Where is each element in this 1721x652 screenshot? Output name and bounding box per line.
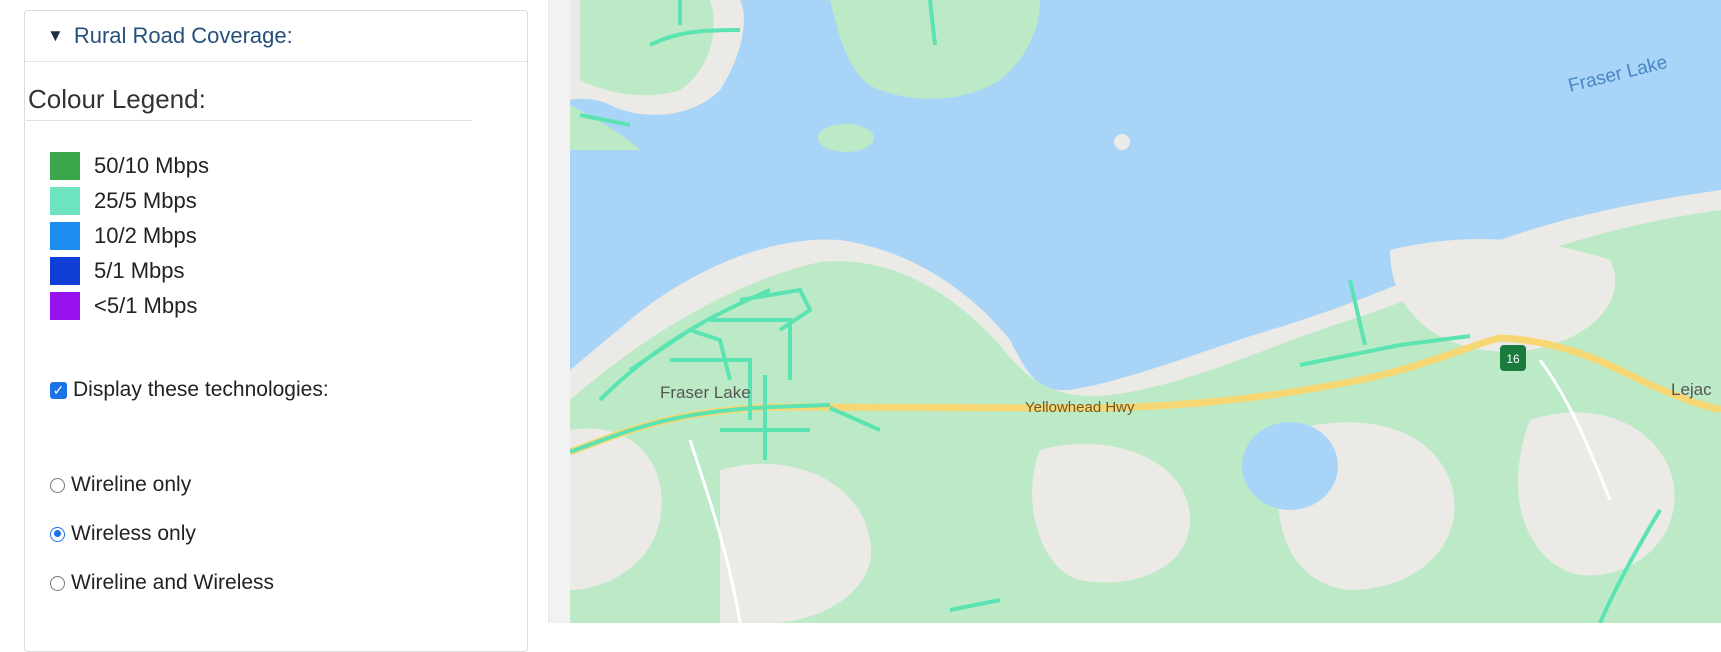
- display-technologies-checkbox[interactable]: ✓ Display these technologies:: [50, 378, 329, 402]
- checkmark-icon[interactable]: ✓: [50, 381, 67, 399]
- coverage-panel: ▼ Rural Road Coverage: Colour Legend: 50…: [0, 0, 548, 652]
- radio-button[interactable]: [50, 575, 65, 591]
- map-canvas[interactable]: 16 Fraser Lake Fraser Lake Yellowhead Hw…: [570, 0, 1721, 623]
- legend-label: 5/1 Mbps: [94, 257, 185, 283]
- clearing: [720, 463, 872, 623]
- island: [1114, 134, 1130, 150]
- radio-label: Wireline only: [71, 473, 192, 496]
- coverage-map[interactable]: 16 Fraser Lake Fraser Lake Yellowhead Hw…: [570, 0, 1721, 623]
- highway-label: Yellowhead Hwy: [1025, 399, 1135, 416]
- legend-item: <5/1 Mbps: [50, 288, 209, 323]
- legend-divider: [26, 120, 472, 121]
- legend-label: <5/1 Mbps: [94, 292, 198, 318]
- legend-item: 10/2 Mbps: [50, 218, 209, 253]
- section-title: Rural Road Coverage:: [73, 23, 293, 48]
- clearing: [1518, 412, 1675, 576]
- legend-swatch: [50, 221, 80, 250]
- radio-wireline-only[interactable]: Wireline only: [50, 473, 191, 497]
- town-label: Fraser Lake: [660, 383, 751, 402]
- side-road: [1538, 359, 1612, 501]
- clearing: [570, 428, 662, 590]
- radio-wireless-only[interactable]: Wireless only: [50, 522, 196, 546]
- forest-area: [830, 0, 1040, 99]
- clearing: [1032, 443, 1190, 583]
- legend-label: 25/5 Mbps: [94, 187, 197, 213]
- island: [818, 124, 874, 152]
- rural-road-coverage-card: ▼ Rural Road Coverage:: [24, 10, 528, 652]
- colour-legend: 50/10 Mbps 25/5 Mbps 10/2 Mbps 5/1 Mbps …: [50, 148, 209, 323]
- legend-swatch: [50, 256, 80, 285]
- legend-swatch: [50, 291, 80, 320]
- pond: [1242, 422, 1338, 510]
- radio-label: Wireline and Wireless: [71, 571, 275, 594]
- section-toggle[interactable]: ▼ Rural Road Coverage:: [25, 11, 527, 62]
- caret-down-icon: ▼: [47, 26, 64, 45]
- clearing: [1390, 239, 1616, 352]
- route-shield-number: 16: [1506, 352, 1520, 366]
- legend-item: 5/1 Mbps: [50, 253, 209, 288]
- radio-button[interactable]: [50, 526, 65, 542]
- radio-wireline-and-wireless[interactable]: Wireline and Wireless: [50, 571, 274, 595]
- side-road: [688, 439, 742, 623]
- checkbox-label: Display these technologies:: [73, 378, 329, 401]
- radio-button[interactable]: [50, 477, 65, 493]
- legend-label: 50/10 Mbps: [94, 152, 209, 178]
- panel-scrollbar[interactable]: [548, 0, 571, 623]
- legend-swatch: [50, 186, 80, 215]
- radio-label: Wireless only: [71, 522, 196, 545]
- route-shield-icon: [1500, 345, 1526, 371]
- legend-item: 25/5 Mbps: [50, 183, 209, 218]
- legend-label: 10/2 Mbps: [94, 222, 197, 248]
- community-label: Lejac: [1671, 380, 1712, 399]
- coverage-lines: [570, 0, 1662, 623]
- legend-item: 50/10 Mbps: [50, 148, 209, 183]
- legend-swatch: [50, 151, 80, 180]
- legend-title: Colour Legend:: [28, 84, 206, 114]
- lake-water: [570, 0, 1721, 391]
